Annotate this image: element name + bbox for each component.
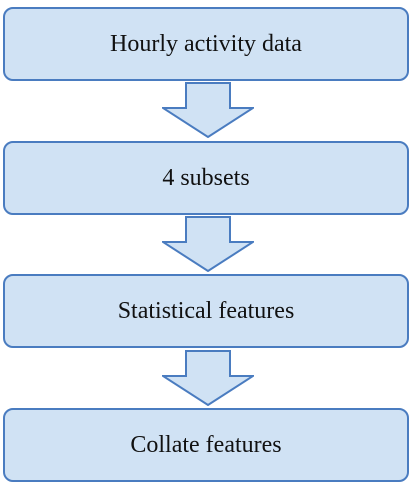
step-label: Statistical features bbox=[117, 297, 295, 324]
step-box-statistical-features: Statistical features bbox=[3, 274, 409, 348]
step-label: Hourly activity data bbox=[110, 30, 302, 57]
down-arrow-icon bbox=[162, 350, 254, 406]
step-box-4-subsets: 4 subsets bbox=[3, 141, 409, 215]
down-arrow-icon bbox=[162, 82, 254, 138]
step-box-collate-features: Collate features bbox=[3, 408, 409, 482]
step-box-hourly-activity-data: Hourly activity data bbox=[3, 7, 409, 81]
down-arrow-icon bbox=[162, 216, 254, 272]
step-label: Collate features bbox=[130, 431, 282, 458]
step-label: 4 subsets bbox=[162, 164, 250, 191]
